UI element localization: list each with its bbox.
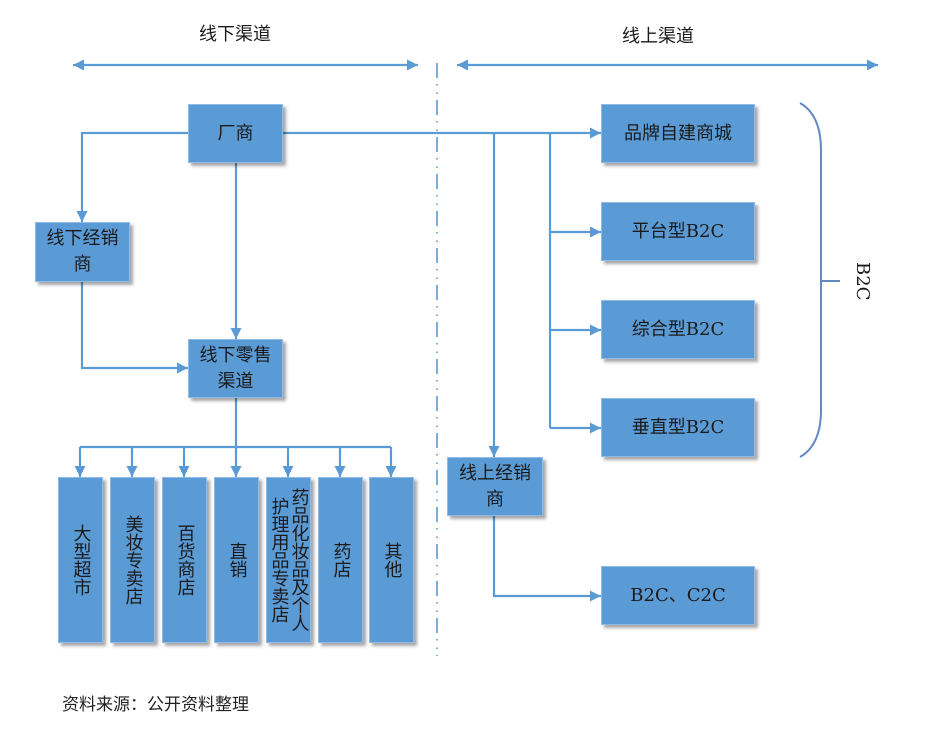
b2c-bracket-label: B2C xyxy=(852,262,873,301)
b2c-c2c-label: B2C、C2C xyxy=(630,584,726,606)
manufacturer-node: 厂商 xyxy=(188,104,283,163)
retail-channel-label: 大型超市 xyxy=(70,524,92,596)
retail-channel-hypermarket: 大型超市 xyxy=(58,477,103,643)
retail-channel-label: 直销 xyxy=(226,542,248,578)
offline-distributor-label: 线下经销商 xyxy=(46,228,119,275)
connector-online-distributor-to-b2c-c2c xyxy=(492,516,601,602)
b2c-bracket xyxy=(799,102,822,458)
retail-channel-other: 其他 xyxy=(369,477,414,643)
connector-offline-distributor-to-offline-retail xyxy=(80,282,188,374)
connector-manufacturer-to-offline-distributor xyxy=(76,131,188,222)
online-distributor-node: 线上经销商 xyxy=(447,457,543,516)
brand-mall-node: 品牌自建商城 xyxy=(601,104,755,163)
vertical-b2c-label: 垂直型B2C xyxy=(631,416,725,438)
comprehensive-b2c-node: 综合型B2C xyxy=(601,300,755,359)
online-channels-title: 线上渠道 xyxy=(622,26,694,47)
retail-channel-department-store: 百货商店 xyxy=(162,477,207,643)
retail-channel-label: 百货商店 xyxy=(174,524,196,596)
source-note: 资料来源：公开资料整理 xyxy=(62,695,249,715)
offline-retail-node: 线下零售渠道 xyxy=(188,339,283,398)
retail-channel-pharmacy: 药店 xyxy=(318,477,363,643)
retail-channel-label: 其他 xyxy=(381,542,403,578)
b2c-c2c-node: B2C、C2C xyxy=(601,566,755,625)
retail-channel-label: 美妆专卖店 xyxy=(122,515,144,605)
retail-channel-label: 药品化妆品及个人护理用品专卖店 xyxy=(268,488,310,632)
retail-channel-beauty-store: 美妆专卖店 xyxy=(110,477,155,643)
manufacturer-label: 厂商 xyxy=(217,122,254,144)
comprehensive-b2c-label: 综合型B2C xyxy=(631,318,725,340)
offline-distributor-node: 线下经销商 xyxy=(35,222,130,282)
platform-b2c-node: 平台型B2C xyxy=(601,202,755,261)
retail-channel-drug-cosmetics-store: 药品化妆品及个人护理用品专卖店 xyxy=(266,477,311,643)
retail-channel-label: 药店 xyxy=(330,542,352,578)
vertical-b2c-node: 垂直型B2C xyxy=(601,398,755,457)
online-distributor-label: 线上经销商 xyxy=(459,462,531,510)
offline-channels-title: 线下渠道 xyxy=(199,24,271,45)
platform-b2c-label: 平台型B2C xyxy=(631,220,725,242)
retail-channel-direct-sales: 直销 xyxy=(214,477,259,643)
brand-mall-label: 品牌自建商城 xyxy=(624,122,732,144)
offline-retail-label: 线下零售渠道 xyxy=(199,344,272,392)
